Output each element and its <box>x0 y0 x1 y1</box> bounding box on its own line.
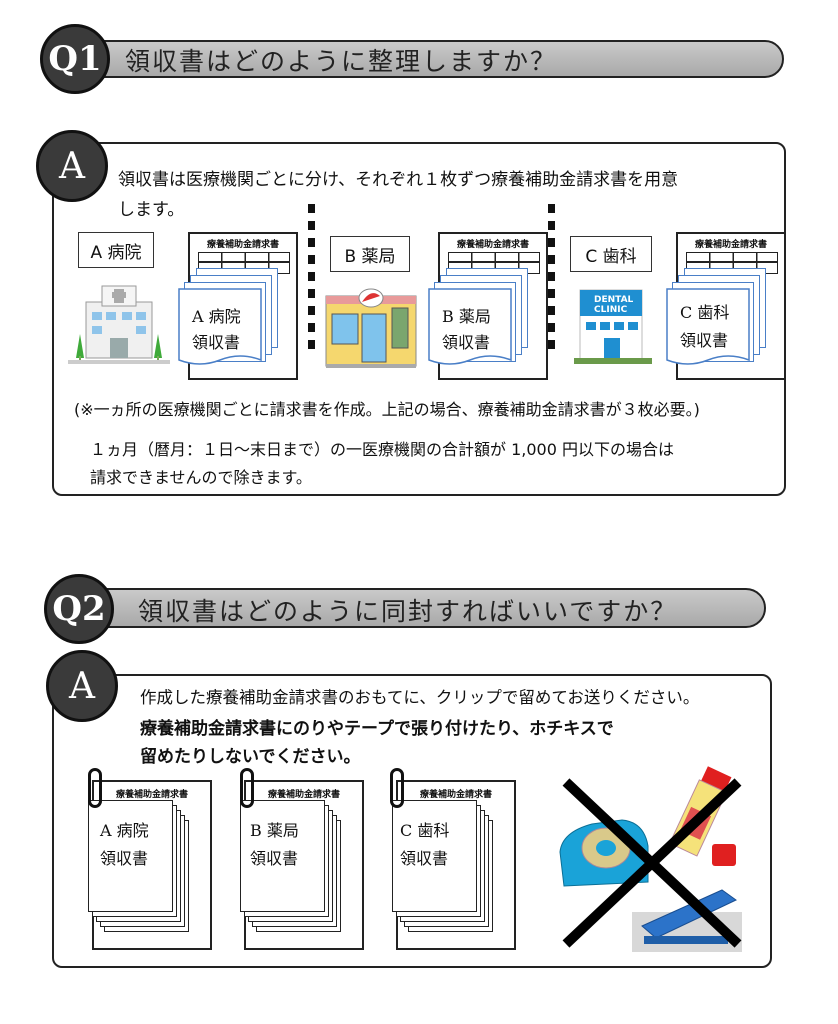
q1-answer-box <box>52 142 786 496</box>
q1-condition-line1: １ヵ月（暦月：１日～末日まで）の一医療機関の合計額が 1,000 円以下の場合は <box>90 440 674 459</box>
institution-a-label: A 病院 <box>78 232 154 268</box>
receipt-a-line2: 領収書 <box>192 333 241 352</box>
receipt-c-line2: 領収書 <box>680 331 729 350</box>
q1-note: (※一ヵ所の医療機関ごとに請求書を作成。上記の場合、療養補助金請求書が３枚必要。… <box>74 400 700 419</box>
q1-condition-line2: 請求できませんので除きます。 <box>90 468 312 487</box>
claim-form-title: 療養補助金請求書 <box>694 240 767 250</box>
hospital-icon <box>68 285 170 364</box>
paper-clip-icon <box>240 768 254 808</box>
q1-answer-line2: します。 <box>118 200 185 220</box>
q2-question: 領収書はどのように同封すればいいですか？ <box>138 597 678 626</box>
svg-text:CLINIC: CLINIC <box>594 305 628 315</box>
q2-answer-line1: 作成した療養補助金請求書のおもてに、クリップで留めてお送りください。 <box>140 688 700 707</box>
receipt-b-line2: 領収書 <box>442 333 491 352</box>
q2-answer-badge: A <box>46 650 118 722</box>
receipt-a <box>178 288 262 365</box>
q2-badge: Q2 <box>44 574 114 644</box>
q1-question: 領収書はどのように整理しますか？ <box>125 47 558 76</box>
q2-receipt-b-line2: 領収書 <box>250 849 299 868</box>
claim-form-title: 療養補助金請求書 <box>115 790 188 800</box>
q2-banner <box>84 588 766 628</box>
receipt-c-line1: C 歯科 <box>680 303 730 322</box>
dental-clinic-icon: DENTAL CLINIC <box>574 289 652 364</box>
claim-form-title: 療養補助金請求書 <box>206 240 279 250</box>
q1-answer-badge: A <box>36 130 108 202</box>
q2-answer-line2: 療養補助金請求書にのりやテープで張り付けたり、ホチキスで <box>140 719 614 739</box>
receipt-b <box>428 288 512 365</box>
paper-clip-icon <box>88 768 102 808</box>
q2-receipt-b <box>240 800 325 912</box>
receipt-b-line1: B 薬局 <box>442 307 491 326</box>
separator-2 <box>548 204 555 357</box>
prohibited-items <box>559 766 742 952</box>
q1-badge: Q1 <box>40 24 110 94</box>
q2-answer-line3: 留めたりしないでください。 <box>140 747 361 767</box>
institution-c-label: C 歯科 <box>570 236 652 272</box>
receipt-a-line1: A 病院 <box>192 307 241 326</box>
q2-receipt-a-line1: A 病院 <box>100 821 149 840</box>
q2-receipt-a-line2: 領収書 <box>100 849 149 868</box>
svg-text:DENTAL: DENTAL <box>594 295 634 305</box>
q2-receipt-c <box>392 800 477 912</box>
q1-banner <box>72 40 784 78</box>
separator-1 <box>308 204 315 357</box>
institution-b-label: B 薬局 <box>330 236 410 272</box>
claim-form-title: 療養補助金請求書 <box>267 790 340 800</box>
claim-form-title: 療養補助金請求書 <box>456 240 529 250</box>
q1-answer-line1: 領収書は医療機関ごとに分け、それぞれ１枚ずつ療養補助金請求書を用意 <box>118 170 679 190</box>
pharmacy-icon <box>325 288 417 368</box>
receipt-c <box>666 288 750 365</box>
claim-form-title: 療養補助金請求書 <box>419 790 492 800</box>
q2-receipt-a <box>88 800 173 912</box>
cross-mark-icon <box>562 778 742 948</box>
q2-receipt-c-line2: 領収書 <box>400 849 449 868</box>
q2-receipt-b-line1: B 薬局 <box>250 821 299 840</box>
q2-receipt-c-line1: C 歯科 <box>400 821 450 840</box>
paper-clip-icon <box>390 768 404 808</box>
